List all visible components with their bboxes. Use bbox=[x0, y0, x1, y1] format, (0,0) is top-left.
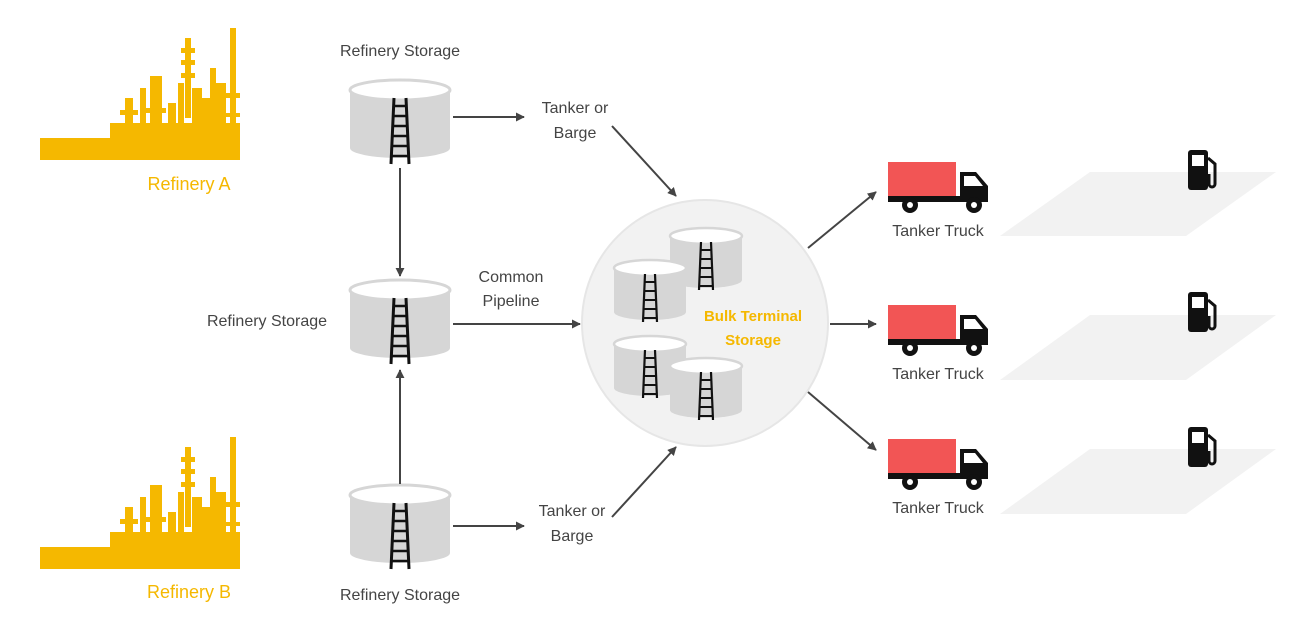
storage-tank-icon bbox=[348, 483, 452, 571]
tanker-bottom-line1: Tanker or bbox=[539, 503, 606, 520]
arrow-terminal-to-truck-1 bbox=[807, 191, 877, 249]
arrow-tanker-bottom-to-terminal bbox=[611, 446, 677, 518]
tanker-top-line1: Tanker or bbox=[542, 100, 609, 117]
terminal-tank-icon bbox=[612, 258, 688, 324]
refinery-b: Refinery B bbox=[40, 437, 240, 602]
terminal-line1: Bulk Terminal bbox=[704, 308, 802, 325]
storage-tank-icon bbox=[348, 278, 452, 366]
truck-2: Tanker Truck bbox=[888, 305, 988, 383]
truck-2-label: Tanker Truck bbox=[892, 366, 985, 383]
arrow-terminal-to-truck-3 bbox=[807, 391, 877, 451]
tanker-bottom-line2: Barge bbox=[551, 528, 594, 545]
pipeline-line1: Common bbox=[479, 269, 544, 286]
terminal-tank-icon bbox=[668, 356, 744, 422]
truck-3: Tanker Truck bbox=[888, 439, 988, 517]
station-pad-1 bbox=[1000, 172, 1276, 236]
refinery-a: Refinery A bbox=[40, 28, 240, 194]
bulk-terminal: Bulk Terminal Storage bbox=[581, 199, 829, 447]
refinery-b-label: Refinery B bbox=[147, 582, 231, 602]
arrow-tanker-top-to-terminal bbox=[611, 125, 677, 197]
truck-1-label: Tanker Truck bbox=[892, 223, 985, 240]
refinery-storage-bottom: Refinery Storage bbox=[340, 483, 460, 604]
terminal-line2: Storage bbox=[725, 332, 781, 349]
storage-tank-icon bbox=[348, 78, 452, 166]
refinery-icon bbox=[40, 28, 240, 160]
refinery-a-label: Refinery A bbox=[147, 174, 230, 194]
storage-middle-label: Refinery Storage bbox=[207, 313, 327, 330]
refinery-icon bbox=[40, 437, 240, 569]
storage-bottom-label: Refinery Storage bbox=[340, 587, 460, 604]
station-pad-2 bbox=[1000, 315, 1276, 380]
storage-top-label: Refinery Storage bbox=[340, 43, 460, 60]
truck-3-label: Tanker Truck bbox=[892, 500, 985, 517]
tanker-truck-icon bbox=[888, 439, 988, 490]
tanker-top-line2: Barge bbox=[554, 125, 597, 142]
truck-1: Tanker Truck bbox=[888, 162, 988, 240]
pipeline-line2: Pipeline bbox=[483, 293, 540, 310]
station-pad-3 bbox=[1000, 449, 1276, 514]
refinery-storage-top: Refinery Storage bbox=[340, 43, 460, 166]
refinery-storage-middle: Refinery Storage bbox=[207, 278, 452, 366]
tanker-truck-icon bbox=[888, 305, 988, 356]
tanker-truck-icon bbox=[888, 162, 988, 213]
